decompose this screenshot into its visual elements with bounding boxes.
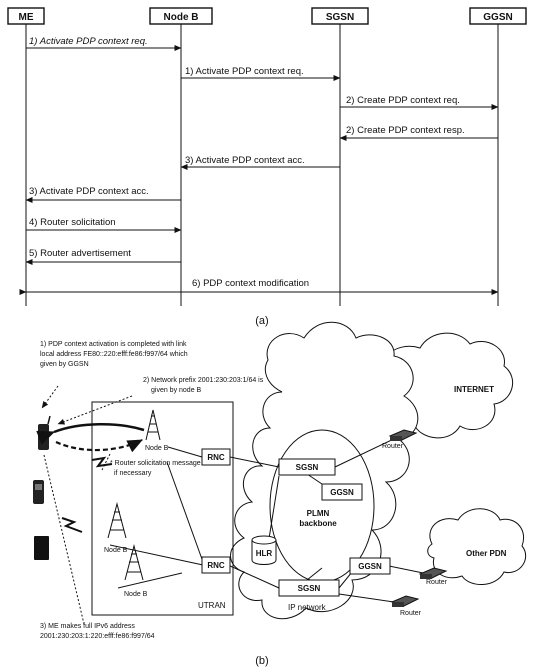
utran-label: UTRAN <box>198 601 226 610</box>
signal-arc-dashed <box>55 439 143 453</box>
msg-label-1a: 1) Activate PDP context req. <box>29 36 148 47</box>
note-star-line-2: if necessary <box>114 470 152 477</box>
router-label-1: Router <box>382 443 404 450</box>
plmn-label: PLMN <box>307 509 330 518</box>
note-3-line-1: 3) ME makes full IPv6 address <box>40 623 135 630</box>
note-3-line-2: 2001:230:203:1:220:efff:fe86:f997/64 <box>40 633 155 640</box>
hlr-cylinder: HLR <box>251 535 277 565</box>
msg-label-1b: 1) Activate PDP context req. <box>185 66 304 77</box>
msg-label-2a: 2) Create PDP context req. <box>346 95 460 106</box>
pointer-note-star <box>101 453 111 471</box>
msg-label-5: 5) Router advertisement <box>29 248 131 259</box>
ggsn-box-1 <box>321 483 363 501</box>
mobile-phone-icon-1 <box>38 415 51 450</box>
msg-label-3a: 3) Activate PDP context acc. <box>185 155 305 166</box>
note-star-line-1: * Router solicitation message <box>110 460 201 467</box>
msg-label-2b: 2) Create PDP context resp. <box>346 125 465 136</box>
antenna-icon-2 <box>107 502 127 539</box>
mobile-device-icon-3 <box>34 536 49 560</box>
note-1-line-3: given by GGSN <box>40 361 89 368</box>
entity-label-ggsn: GGSN <box>483 12 512 23</box>
ggsn-label-1: GGSN <box>330 488 354 497</box>
entity-label-sgsn: SGSN <box>326 12 354 23</box>
msg-label-6: 6) PDP context modification <box>192 278 309 289</box>
network-links <box>109 435 429 603</box>
network-diagram: UTRAN PLMN backbone IP network RNC RNC <box>33 321 527 667</box>
antenna-icon-1 <box>145 409 161 441</box>
caption-b: (b) <box>255 655 268 667</box>
pointer-note-1 <box>41 385 59 409</box>
router-icon-internet: Router <box>382 429 418 450</box>
router-label-3: Router <box>400 610 422 617</box>
other-pdn-label: Other PDN <box>466 549 507 558</box>
sgsn-box-1 <box>278 458 336 476</box>
mobile-phone-icon-2 <box>33 480 44 504</box>
router-label-2: Router <box>426 579 448 586</box>
entity-label-node-b: Node B <box>164 12 199 23</box>
rnc-label-1: RNC <box>207 453 225 462</box>
rnc-box-2 <box>201 556 231 574</box>
sgsn-box-2 <box>278 579 340 597</box>
note-1-line-1: 1) PDP context activation is completed w… <box>40 341 187 348</box>
node-b-label-1: Node B <box>145 445 169 452</box>
ggsn-box-2 <box>349 557 391 575</box>
sgsn-label-1: SGSN <box>296 463 319 472</box>
utran-box <box>91 401 234 616</box>
hlr-label: HLR <box>256 549 273 558</box>
sgsn-label-2: SGSN <box>298 584 321 593</box>
msg-label-3b: 3) Activate PDP context acc. <box>29 186 149 197</box>
caption-a: (a) <box>255 315 268 327</box>
antenna-icon-3 <box>124 544 144 581</box>
ip-network-label: IP network <box>288 603 327 612</box>
ggsn-label-2: GGSN <box>358 562 382 571</box>
router-icon-pdn: Router <box>418 567 448 586</box>
cloud-other-pdn <box>427 508 527 585</box>
entity-label-me: ME <box>19 12 34 23</box>
note-2-line-2: given by node B <box>151 387 202 394</box>
lightning-icon-1 <box>91 456 113 468</box>
pointer-note-3 <box>43 454 85 625</box>
rnc-label-2: RNC <box>207 561 225 570</box>
router-icon-ip: Router <box>390 595 422 617</box>
backbone-label: backbone <box>299 519 337 528</box>
note-2-line-1: 2) Network prefix 2001:230:203:1/64 is <box>143 377 264 384</box>
internet-label: INTERNET <box>454 385 494 394</box>
node-b-label-2: Node B <box>104 547 128 554</box>
signal-arc-solid <box>36 423 145 445</box>
note-1-line-2: local address FE80::220:efff:fe86:f997/6… <box>40 351 188 358</box>
sequence-diagram: ME Node B SGSN GGSN 1) Activate PDP cont… <box>7 7 527 327</box>
lightning-icon-2 <box>61 517 83 533</box>
rnc-box-1 <box>201 448 231 466</box>
msg-label-4: 4) Router solicitation <box>29 217 116 228</box>
pointer-note-2 <box>57 395 133 425</box>
node-b-label-3: Node B <box>124 591 148 598</box>
